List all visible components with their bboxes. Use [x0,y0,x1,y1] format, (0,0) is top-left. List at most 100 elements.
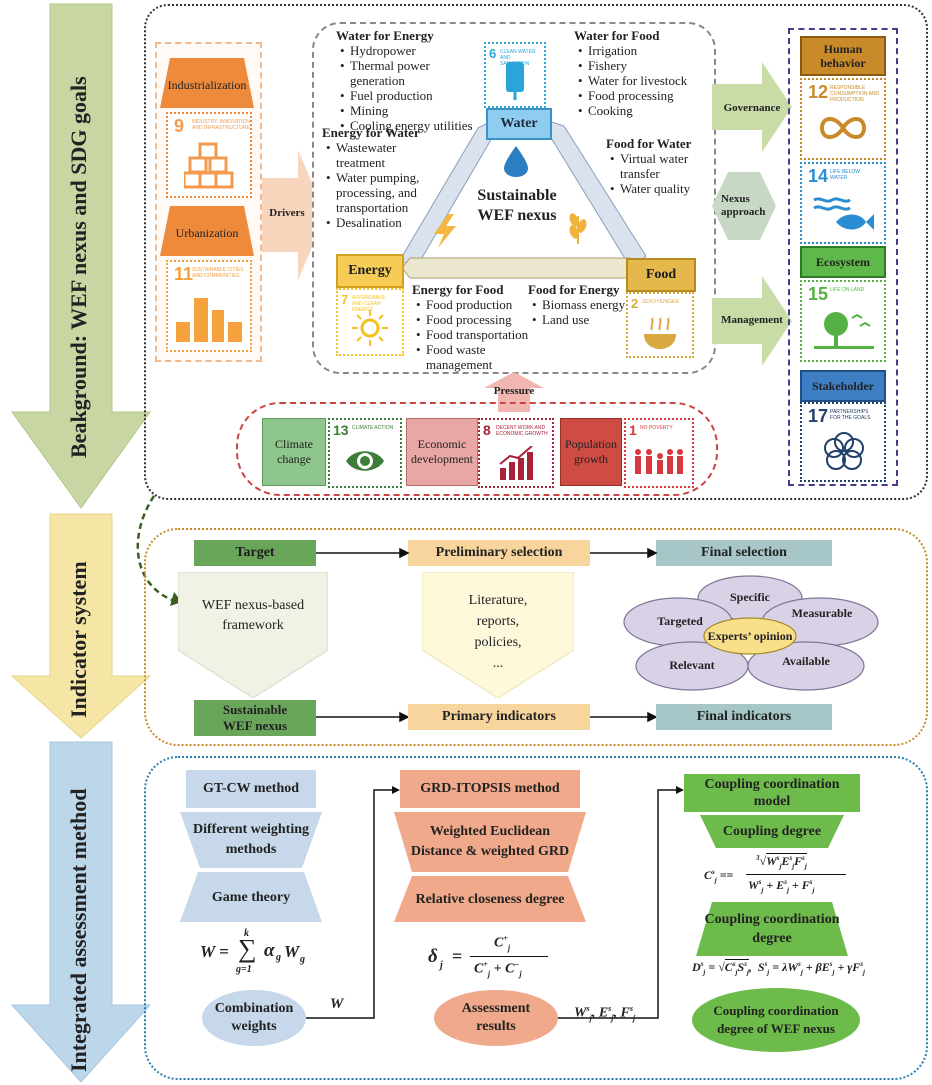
drivers-label: Drivers [269,207,305,219]
ccd-line1: Coupling coordination [704,912,840,927]
sdg15-card: 15 LIFE ON LAND [800,280,886,362]
sustainable-line1: Sustainable [222,702,288,717]
list-item: Wastewater treatment [326,140,440,170]
background-section-arrow [11,3,151,509]
criterion-relevant: Relevant [669,658,715,672]
list-item: Water quality [610,181,702,196]
list-item: Desalination [326,215,440,230]
sdg7-text: AFFORDABLE AND CLEAN ENERGY [352,295,386,313]
sdg17-number: 17 [808,406,829,426]
fish-icon [813,197,874,230]
assess-line1: Assessment [461,1001,531,1016]
economic-development-label: Economic development [411,437,473,466]
sdg8-number: 8 [483,422,491,438]
list-item: Fishery [578,58,694,73]
criterion-targeted: Targeted [657,614,703,628]
sdg1-number: 1 [629,422,637,438]
energy-node: Energy [336,254,404,288]
stakeholder-label: Stakeholder [811,378,874,393]
food-for-energy-block: Food for Energy Biomass energy Land use [528,282,638,327]
pressures-panel [236,402,718,496]
water-for-food-block: Water for Food Irrigation Fishery Water … [574,28,694,118]
formula-alpha-sub: g [276,952,281,963]
list-item: Land use [532,312,638,327]
framework-line1: WEF nexus-based [201,598,305,613]
sdg1-text: NO POVERTY [640,425,673,431]
literature-line3: policies, [474,635,522,650]
nexus-triangle [399,119,647,279]
assessment-section-arrow [10,741,152,1083]
list-item: Cooling energy utilities [340,118,486,133]
criteria-flower [623,575,879,691]
list-item: Food processing [416,312,542,327]
literature-line1: Literature, [468,593,528,608]
industrialization-tag-shape [160,58,254,108]
governance-label: Governance [723,102,781,114]
outcomes-panel [788,28,898,486]
sdg8-text: DECENT WORK AND ECONOMIC GROWTH [496,425,548,437]
different-weighting-label: Different weighting methods [190,818,312,862]
final-line1: Coupling coordination [713,1003,839,1018]
sdg2-text: ZERO HUNGER [642,299,679,305]
energy-for-food-block: Energy for Food Food production Food pro… [412,282,542,372]
water-for-food-title: Water for Food [574,28,660,43]
gtcw-method-title: GT-CW method [202,781,300,796]
cc-line2: model [753,794,791,809]
drivers-arrow [262,150,326,280]
sdg11-number: 11 [174,264,194,284]
list-item: Irrigation [578,43,694,58]
center-title: Sustainable WEF nexus [452,186,582,226]
list-item: Virtual water transfer [610,151,702,181]
ccd-formula: Dsj = √CsjSsj, Ssj = λWsj + βEsj + γFsj [692,959,865,977]
food-for-energy-title: Food for Energy [528,282,620,297]
sdg2-number: 2 [631,296,639,311]
literature-line2: reports, [476,614,520,629]
w-arrow-label: W [330,996,344,1012]
final-selection-box: Final selection [656,540,832,566]
wheat-icon [569,213,587,244]
literature-line4: ... [492,656,504,671]
sdg7-card: 7 AFFORDABLE AND CLEAN ENERGY [336,288,404,356]
infinity-icon [819,117,867,139]
water-for-energy-block: Water for Energy Hydropower Thermal powe… [336,28,486,133]
population-growth-box: Population growth [560,418,622,486]
literature-label: Literature, reports, policies, ... [422,590,574,674]
population-growth-label: Population growth [564,437,617,466]
sdg14-card: 14 LIFE BELOW WATER [800,162,886,244]
energy-for-water-block: Energy for Water Wastewater treatment Wa… [322,125,440,230]
ccd-line2: degree [752,931,792,946]
sustainable-line2: WEF nexus [222,718,288,733]
list-item: Cooking [578,103,694,118]
formula-W: W [284,942,300,961]
delta-lhs: δ [428,946,438,967]
partnership-flower-icon [824,432,864,470]
people-icon [635,449,683,474]
combination-weights-node: Combination weights [202,996,306,1040]
indicator-panel [144,528,928,746]
combination-line1: Combination [214,1001,294,1016]
weighted-line1: Weighted Euclidean [429,824,551,839]
formula-sum-top: k [244,928,249,939]
sdg17-card: 17 PARTNERSHIPS FOR THE GOALS [800,402,886,482]
nexus-approach-hexagon [712,172,776,240]
primary-indicators-box: Primary indicators [408,704,590,730]
economic-development-box: Economic development [406,418,478,486]
sigma-icon: ∑ [238,934,257,963]
nexus-approach-text: Nexus approach [721,193,766,218]
weight-formula: W = k ∑ g=1 α g W g [194,928,324,978]
weighted-euclidean-label: Weighted Euclidean Distance & weighted G… [400,818,580,866]
sdg2-card: 2 ZERO HUNGER [626,292,694,358]
criterion-measurable: Measurable [791,606,853,620]
sdg12-number: 12 [808,82,829,102]
management-arrow [712,276,792,366]
literature-shape [422,572,574,698]
cc-line1: Coupling coordination [704,777,840,792]
management-label: Management [721,314,783,326]
governance-arrow [712,62,792,152]
delta-numerator: C+j [494,934,511,953]
human-behavior-tag: Human behavior [800,36,886,76]
sdg1-card: 1 NO POVERTY [624,418,694,488]
c-numerator: 3√WsjEsjFsj [756,853,807,871]
list-item: Thermal power generation [340,58,486,88]
